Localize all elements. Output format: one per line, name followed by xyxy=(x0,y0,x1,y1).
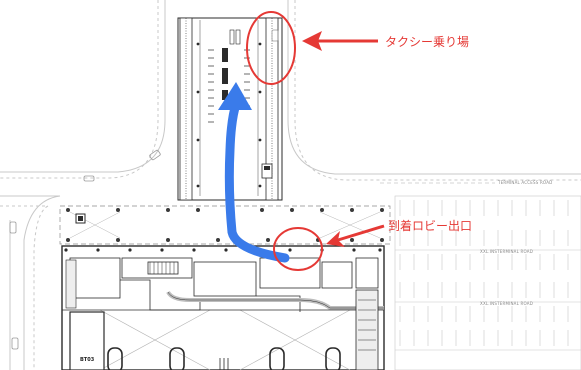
forecourt-canopy xyxy=(59,205,391,245)
parking-lot xyxy=(394,195,581,370)
building-tag: BT03 xyxy=(80,357,95,363)
arrival-exit-highlight-circle-icon xyxy=(273,227,323,271)
terminal-building: BT03 xyxy=(61,245,385,370)
taxi-stand-label: タクシー乗り場 xyxy=(385,35,469,49)
taxi-stand-highlight-circle-icon xyxy=(246,11,296,85)
vehicles xyxy=(9,29,279,350)
route-arrow-icon xyxy=(218,82,290,263)
lot-road-label-2: XXL.INSTERMINAL ROAD xyxy=(480,301,533,306)
exit-callout-arrow-icon xyxy=(326,224,385,247)
terminal-access-road-label: TERMINAL ACCESS ROAD xyxy=(497,180,552,185)
lot-road-label-1: XXL.INSTERMINAL ROAD xyxy=(480,249,533,254)
taxi-callout-arrow-icon xyxy=(302,31,378,51)
arrival-exit-label: 到着ロビー出口 xyxy=(388,218,472,233)
